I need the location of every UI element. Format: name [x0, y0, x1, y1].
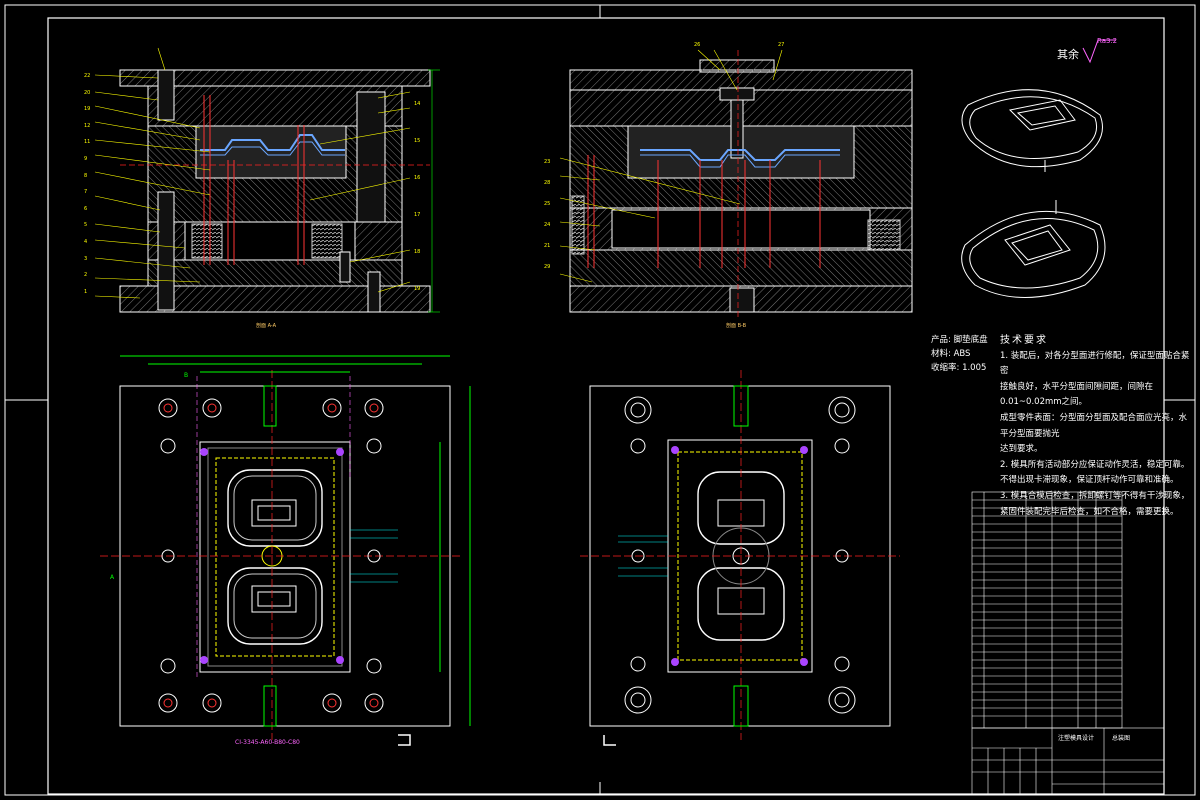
- callout: 17: [414, 212, 421, 218]
- callout: 4: [84, 238, 88, 245]
- callout: 25: [544, 201, 551, 207]
- callouts-b: 23 28 25 24 21 29: [544, 152, 550, 278]
- callout: 23: [544, 159, 551, 165]
- requirement-line: 接触良好，水平分型面间隙间距，间隙在: [1000, 381, 1154, 392]
- callout: 15: [414, 138, 421, 144]
- callout: 26: [694, 42, 701, 48]
- callout: 6: [84, 205, 88, 212]
- callout: 18: [414, 249, 421, 255]
- material-label: 材料: ABS: [931, 349, 971, 359]
- section-a-title: 剖面 A-A: [256, 323, 277, 329]
- callout: 11: [84, 139, 91, 146]
- requirement-line: 紧固件装配完毕后检查，如不合格，需要更换。: [1000, 506, 1179, 517]
- roughness-label: 其余: [1057, 48, 1079, 61]
- callout: 7: [84, 189, 88, 196]
- shrinkage-label: 收缩率: 1.005: [931, 363, 987, 373]
- technical-requirements: 技术要求 1. 装配后，对各分型面进行修配，保证型面贴合紧密 接触良好，水平分型…: [1000, 333, 1190, 520]
- drawing-frame: [4, 4, 1196, 796]
- material-info: 产品: 脚垫底盘 材料: ABS 收缩率: 1.005: [931, 333, 988, 375]
- mold-base-code: CI-3345-A60-B80-C80: [235, 739, 300, 746]
- requirement-line: 2. 模具所有活动部分应保证动作灵活，稳定可靠。: [1000, 459, 1190, 470]
- callout: 3: [84, 255, 88, 262]
- bom-table: [971, 491, 1165, 795]
- section-marker-a: A: [110, 574, 115, 581]
- requirement-line: 达到要求。: [1000, 444, 1043, 455]
- roughness-symbol-icon: [1082, 39, 1116, 64]
- callout: 27: [778, 42, 785, 48]
- callout: 19: [84, 106, 91, 113]
- callout: 24: [544, 222, 551, 228]
- part-iso-views: [961, 89, 1106, 298]
- section-b-title: 剖面 B-B: [726, 323, 747, 329]
- requirement-line: 成型零件表面：分型面分型面及配合面应光亮，水平分型面要抛光: [1000, 412, 1188, 439]
- requirement-line: 3. 模具合模后检查，拆卸螺钉等不得有干涉现象，: [1000, 490, 1190, 501]
- requirement-line: 1. 装配后，对各分型面进行修配，保证型面贴合紧密: [1000, 350, 1190, 377]
- callout: 8: [84, 172, 88, 179]
- callouts-left: 22 20 19 12 11 9 8 7 6 5 4 3 2 1: [84, 68, 90, 300]
- roughness-value: Ra3.2: [1097, 37, 1118, 45]
- section-marker-b: B: [184, 372, 189, 379]
- product-label: 产品: 脚垫底盘: [931, 335, 988, 345]
- section-a-view: [94, 47, 440, 313]
- callout: 20: [84, 89, 91, 96]
- callout: 14: [414, 101, 421, 107]
- callout: 16: [414, 175, 421, 181]
- callout: 19: [414, 286, 421, 292]
- requirement-line: 不得出现卡滞现象，保证顶杆动作可靠和准确。: [1000, 475, 1179, 486]
- callout: 9: [84, 155, 88, 162]
- requirements-title: 技术要求: [1000, 335, 1048, 346]
- callout: 1: [84, 288, 88, 295]
- title-block-project: 注塑模具设计: [1058, 735, 1095, 742]
- title-block-name: 总装图: [1112, 735, 1131, 742]
- callout: 28: [544, 180, 551, 186]
- section-b-view: [559, 49, 913, 320]
- plan-view-left: [100, 355, 471, 746]
- callout: 5: [84, 222, 88, 229]
- callout: 29: [544, 264, 551, 270]
- callout: 2: [84, 272, 88, 279]
- callout: 22: [84, 73, 91, 79]
- plan-view-right: [580, 370, 900, 746]
- callout: 21: [544, 243, 551, 249]
- callouts-right: 14 15 16 17 18 19: [414, 86, 420, 308]
- callout: 12: [84, 122, 91, 129]
- requirement-line: 0.01~0.02mm之间。: [1000, 397, 1088, 408]
